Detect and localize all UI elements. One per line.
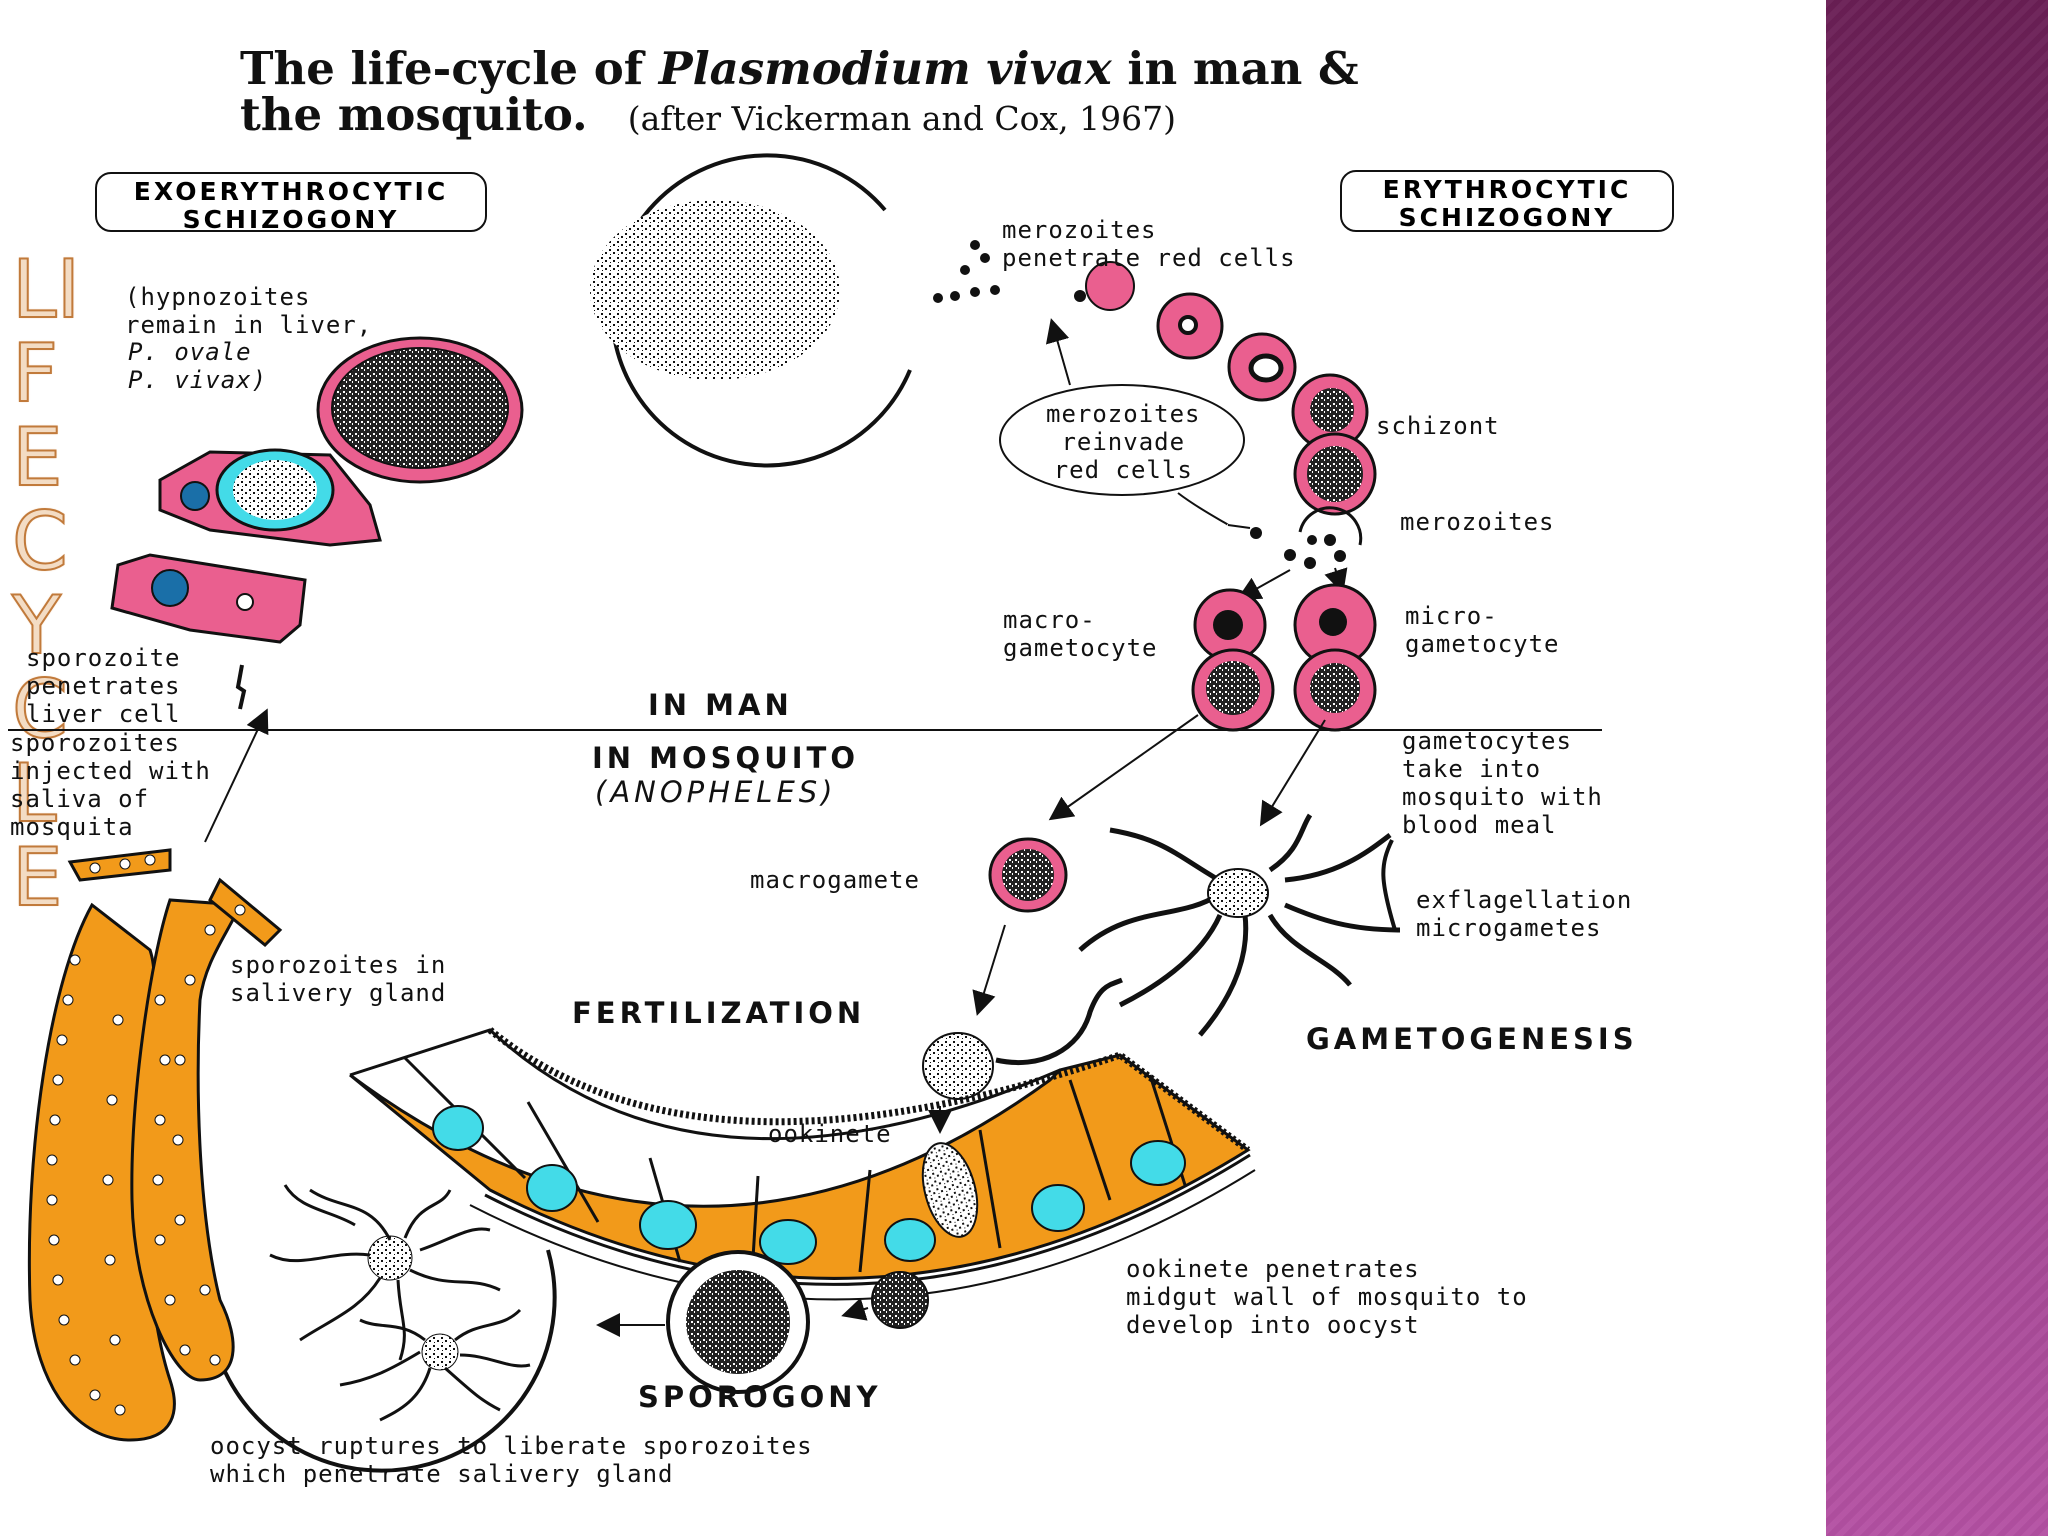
- label-exflagellation: exflagellation microgametes: [1416, 886, 1633, 942]
- label-oocyst-ruptures: oocyst ruptures to liberate sporozoites …: [210, 1432, 813, 1488]
- slide: The life-cycle of Plasmodium vivax in ma…: [8, 45, 1674, 1488]
- ruptured-oocyst: [213, 1184, 557, 1473]
- box-erythrocytic: ERYTHROCYTIC SCHIZOGONY: [1340, 170, 1674, 232]
- ookinete-in-wall: [921, 1142, 979, 1238]
- liver-schizont-rupture: [590, 153, 1000, 468]
- young-oocyst: [871, 1271, 929, 1329]
- liver-cell-2: [158, 448, 382, 547]
- label-sporozoites-gland: sporozoites in salivery gland: [230, 951, 447, 1007]
- side-word-lifecycle: LI F E C Y C L E: [11, 243, 82, 924]
- label-gametogenesis: GAMETOGENESIS: [1306, 1022, 1638, 1056]
- side-letter: F: [11, 327, 59, 420]
- title-prefix: The life-cycle of: [240, 42, 659, 95]
- side-letter: LI: [11, 243, 81, 336]
- red-cell-trophozoite: [1227, 332, 1297, 402]
- side-letter: C: [11, 663, 69, 756]
- merozoites-release: [1236, 506, 1363, 600]
- label-gametocytes-take: gametocytes take into mosquito with bloo…: [1402, 727, 1603, 839]
- salivary-gland: [27, 848, 283, 1442]
- zygote: [922, 1032, 994, 1100]
- label-merozoites-reinvade: merozoites reinvade red cells: [1046, 400, 1201, 484]
- lifecycle-diagram: [8, 153, 1602, 1473]
- label-merozoites: merozoites: [1400, 508, 1555, 536]
- red-cell-microgametocyte-1: [1293, 583, 1377, 667]
- diagram-title: The life-cycle of Plasmodium vivax in ma…: [240, 46, 1359, 142]
- label-p-ovale: P. ovale: [128, 338, 252, 366]
- label-sporogony: SPOROGONY: [638, 1380, 882, 1414]
- title-species: Plasmodium vivax: [658, 42, 1112, 95]
- label-macrogametocyte: macro- gametocyte: [1003, 606, 1158, 662]
- red-cell-merozoite-entry: [1074, 261, 1135, 311]
- side-letter: L: [11, 747, 58, 840]
- reinvade-bubble: [999, 384, 1245, 496]
- label-schizont: schizont: [1376, 412, 1500, 440]
- red-cell-macrogametocyte-2: [1191, 648, 1275, 732]
- box-exoerythrocytic: EXOERYTHROCYTIC SCHIZOGONY: [95, 172, 487, 234]
- title-line2: the mosquito.: [240, 88, 588, 141]
- side-letter: E: [11, 831, 64, 924]
- title-citation: (after Vickerman and Cox, 1967): [627, 99, 1176, 138]
- label-hypnozoites: (hypnozoites remain in liver,: [125, 283, 373, 339]
- liver-cell-3: [316, 336, 524, 484]
- label-fertilization: FERTILIZATION: [572, 996, 866, 1030]
- red-cell-schizont: [1291, 373, 1369, 451]
- red-cell-ring: [1156, 292, 1224, 360]
- side-letter: C: [11, 495, 69, 588]
- label-in-man: IN MAN: [648, 688, 793, 722]
- midgut-wall: [349, 1027, 1256, 1301]
- liver-cell-1: [110, 553, 307, 644]
- label-p-vivax: P. vivax): [128, 366, 268, 394]
- title-suffix: in man &: [1111, 42, 1359, 95]
- decorative-side-panel: [1826, 0, 2048, 1536]
- red-cell-microgametocyte-2: [1293, 648, 1377, 732]
- label-merozoites-penetrate: merozoites penetrate red cells: [1002, 216, 1296, 272]
- label-ookinete: ookinete: [768, 1120, 892, 1148]
- macrogamete-cell: [988, 837, 1068, 913]
- salivary-gland-cells: [46, 854, 246, 1416]
- side-letter: E: [11, 411, 64, 504]
- red-cell-mature-schizont: [1293, 432, 1377, 516]
- side-letter: Y: [11, 579, 62, 672]
- label-in-mosquito: IN MOSQUITO: [592, 741, 859, 775]
- label-ookinete-penetrates: ookinete penetrates midgut wall of mosqu…: [1126, 1255, 1528, 1339]
- label-sporozoites-injected: sporozoites injected with saliva of mosq…: [10, 729, 211, 841]
- label-anopheles: (ANOPHELES): [595, 775, 837, 809]
- label-sporozoite-penetrates: sporozoite penetrates liver cell: [26, 644, 181, 728]
- label-macrogamete: macrogamete: [750, 866, 920, 894]
- exflagellation-cell: [1078, 813, 1401, 1037]
- label-microgametocyte: micro- gametocyte: [1405, 602, 1560, 658]
